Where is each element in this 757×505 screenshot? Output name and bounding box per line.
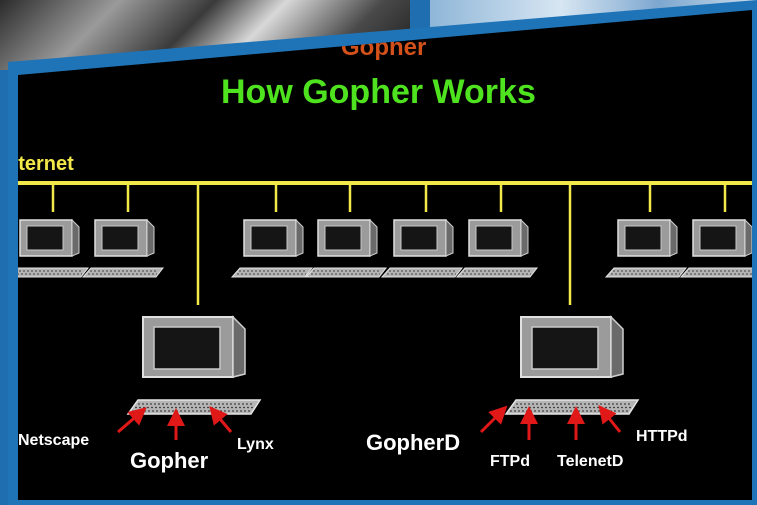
gopher-client-computer-icon [127, 316, 261, 415]
browser-label-lynx: Lynx [237, 436, 274, 453]
arrow-icon [598, 404, 622, 433]
network-diagram [18, 181, 752, 440]
terminal-icon [305, 219, 387, 278]
terminal-icon [231, 219, 313, 278]
terminal-icon [680, 219, 752, 278]
terminal-drops [51, 183, 727, 305]
network-label: nternet [18, 153, 74, 175]
server-label: GopherD [366, 430, 461, 455]
daemon-label-httpd: HTTPd [636, 428, 688, 445]
input-arrows [117, 404, 622, 440]
slide: Gopher How Gopher Works nternet Netscape… [18, 10, 752, 500]
terminal-icon [381, 219, 463, 278]
browser-label-netscape: Netscape [18, 432, 90, 449]
terminal-icon [82, 219, 164, 278]
terminal-icon [456, 219, 538, 278]
gopher-server-computer-icon [505, 316, 639, 415]
client-label: Gopher [130, 448, 209, 473]
arrow-icon [117, 407, 147, 434]
arrow-icon [479, 405, 508, 434]
arrow-icon [209, 406, 233, 433]
terminal-icon [605, 219, 687, 278]
daemon-label-ftpd: FTPd [490, 453, 530, 470]
daemon-label-telenetd: TelenetD [557, 453, 624, 470]
slide-title: How Gopher Works [221, 73, 536, 111]
terminal-icon [18, 219, 89, 278]
